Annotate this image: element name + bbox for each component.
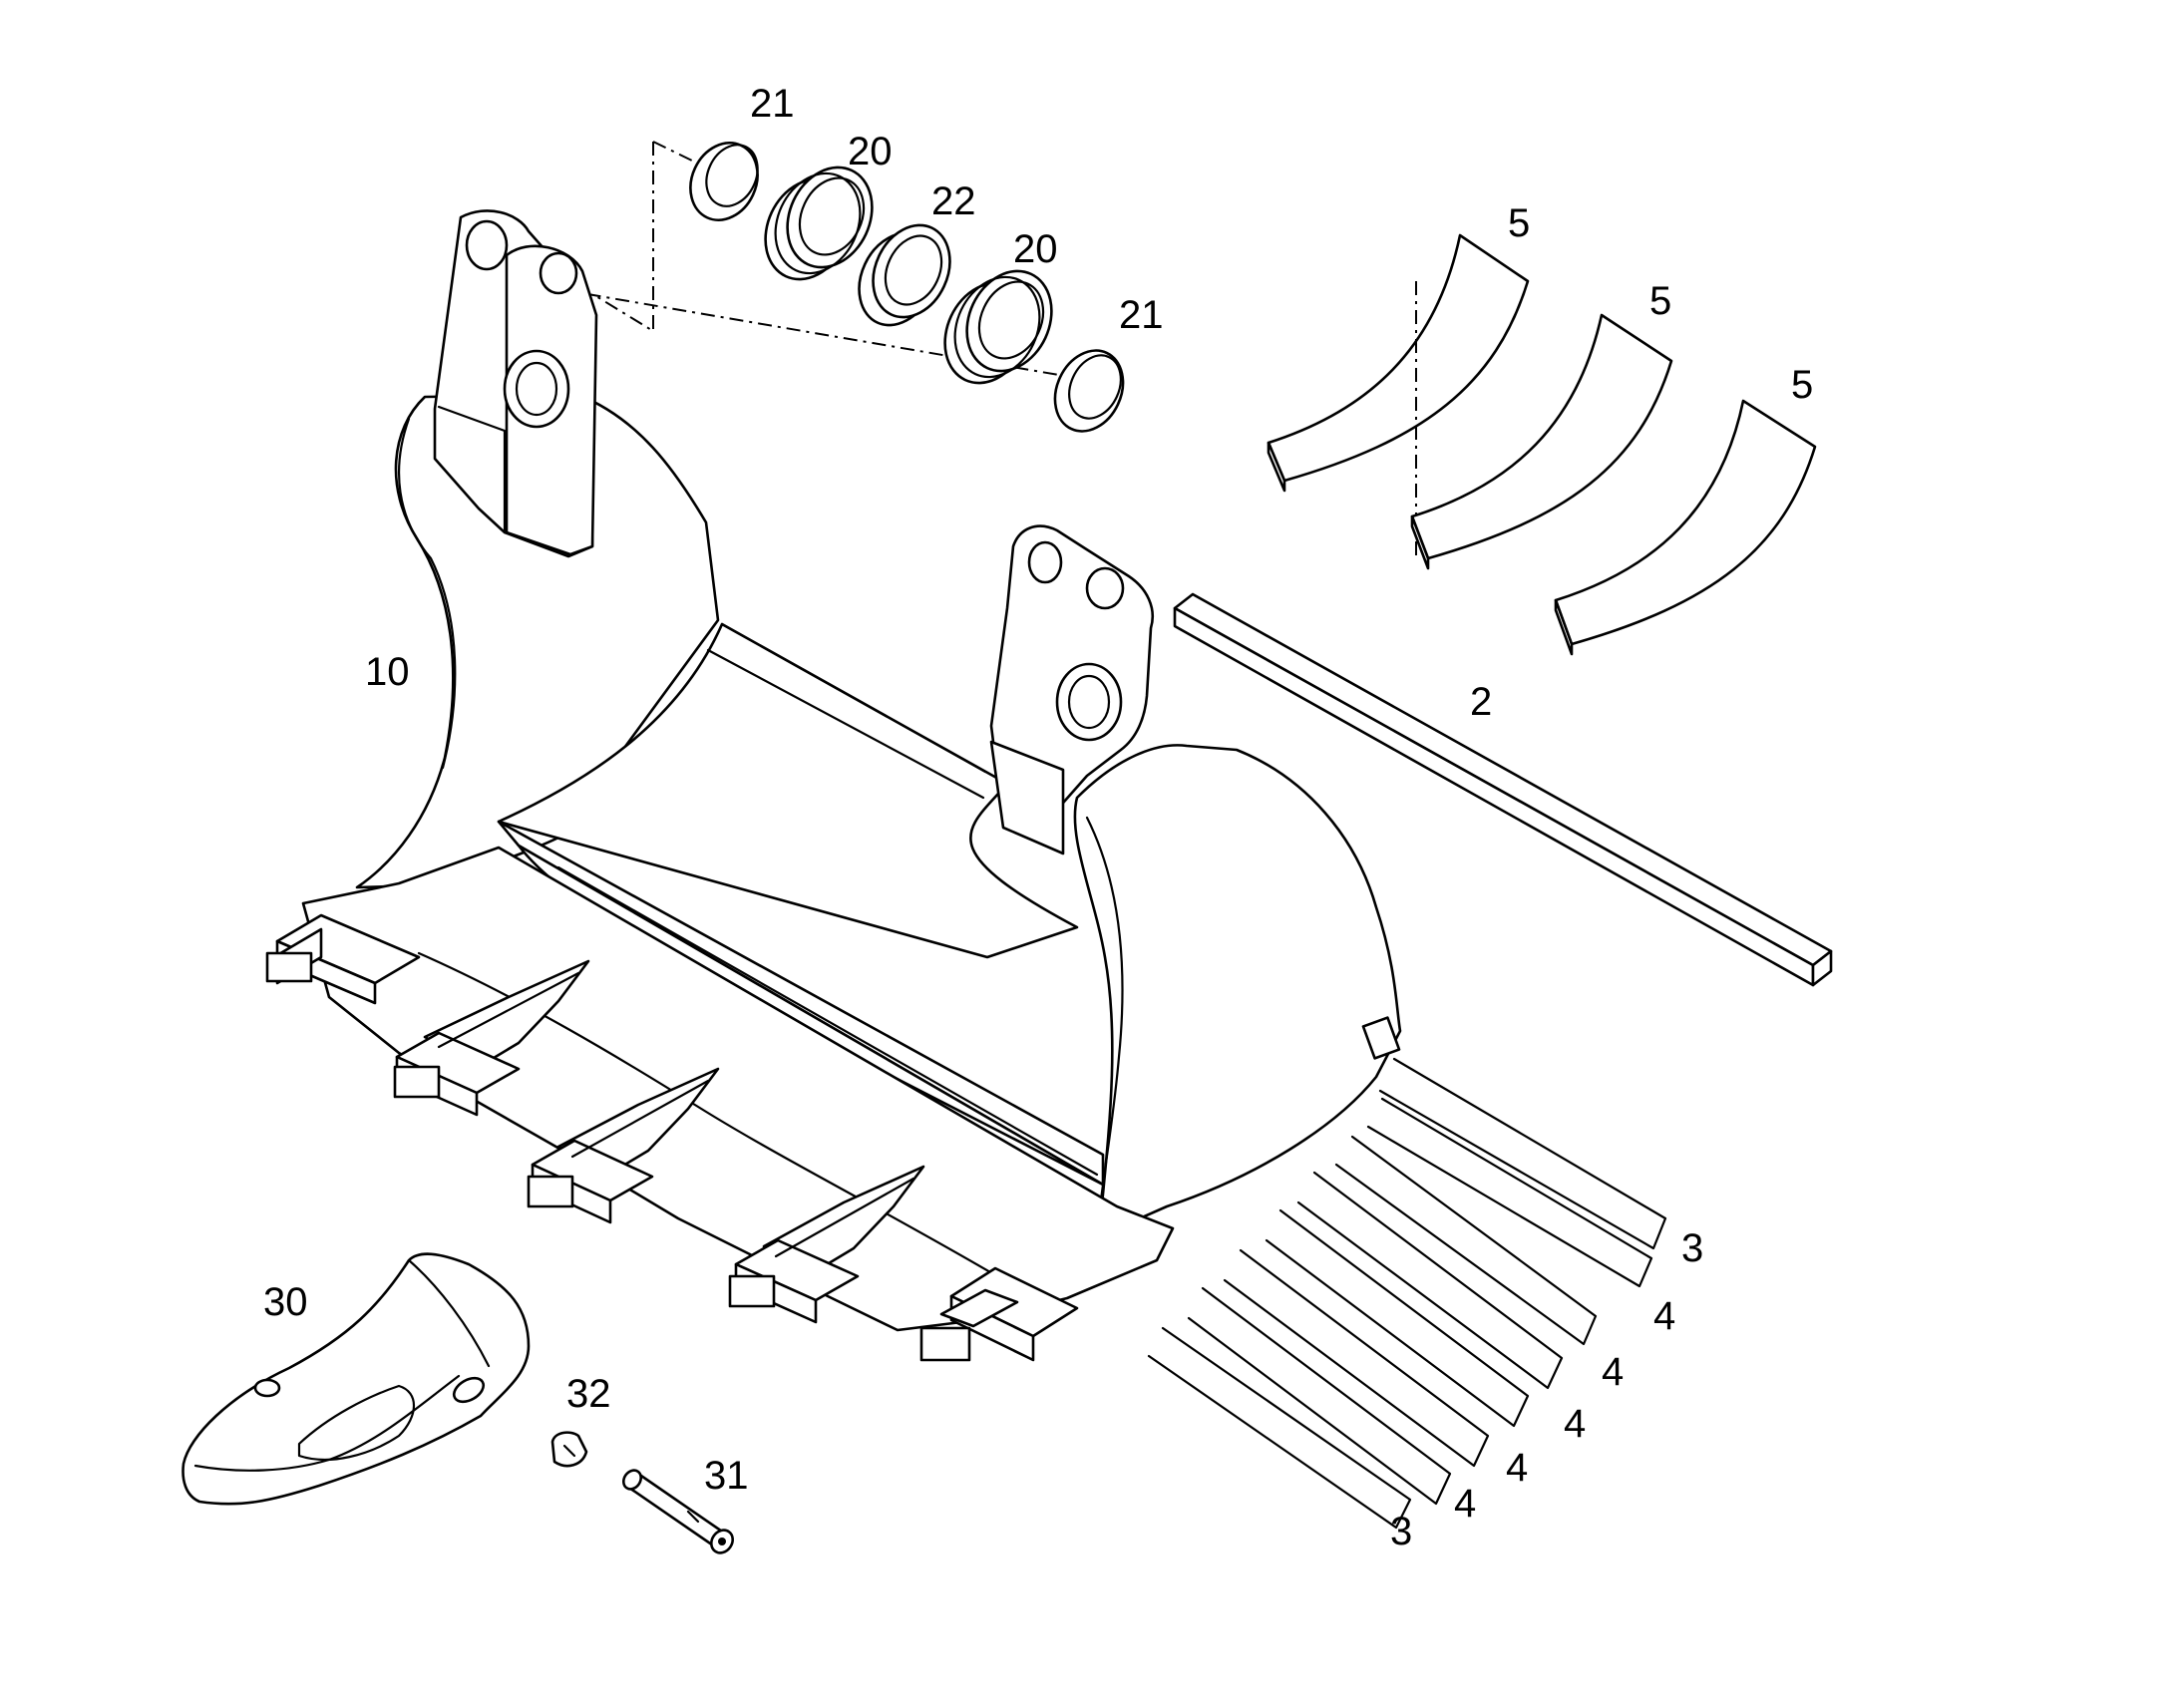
- retainer-32: [550, 1431, 588, 1468]
- wear-strip-4-e: [1223, 1248, 1490, 1468]
- callout-3-bottom: 3: [1390, 1510, 1413, 1553]
- wear-strip-4-f: [1187, 1286, 1452, 1506]
- wear-strip-4-a: [1366, 1097, 1653, 1288]
- wear-strip-4-b: [1334, 1135, 1598, 1346]
- callout-32: 32: [566, 1372, 611, 1416]
- tooth-30: [182, 1252, 531, 1506]
- wear-strip-set: [1147, 1057, 1667, 1530]
- tooth-2: [393, 959, 590, 1117]
- callout-30: 30: [263, 1280, 308, 1324]
- tooth-row: [265, 913, 1079, 1362]
- callout-21-bottom: 21: [1119, 293, 1164, 337]
- wear-plate-5-a: [1267, 233, 1530, 560]
- shim-22: [858, 223, 951, 327]
- bucket-body-10: [301, 209, 1402, 1332]
- callout-10: 10: [365, 650, 410, 694]
- callout-20-bottom: 20: [1013, 227, 1058, 271]
- callout-4-b: 4: [1602, 1350, 1625, 1394]
- wear-strip-3-top: [1378, 1057, 1667, 1250]
- adapter-5: [919, 1266, 1079, 1362]
- seal-ring-21-top: [689, 142, 759, 221]
- wear-strip-4-d: [1265, 1208, 1530, 1428]
- callout-4-c: 4: [1564, 1402, 1587, 1446]
- callout-22: 22: [931, 179, 976, 223]
- callout-5-a: 5: [1508, 201, 1531, 245]
- seal-ring-21-bottom: [1053, 349, 1125, 433]
- callout-5-c: 5: [1791, 363, 1814, 407]
- bushing-20-bottom: [943, 269, 1053, 385]
- callout-4-a: 4: [1653, 1294, 1676, 1338]
- tooth-3: [527, 1067, 720, 1224]
- wear-strip-4-c: [1296, 1171, 1564, 1390]
- callout-31: 31: [704, 1454, 749, 1498]
- callout-3-top: 3: [1681, 1226, 1704, 1270]
- callout-4-d: 4: [1506, 1446, 1529, 1490]
- callout-5-b: 5: [1649, 279, 1672, 323]
- adapter-1: [265, 913, 421, 1005]
- pivot-centerline: [557, 141, 1118, 386]
- pin-31: [621, 1469, 734, 1554]
- callout-21-top: 21: [750, 82, 795, 126]
- wear-plate-5-c: [1554, 399, 1817, 656]
- callout-4-e: 4: [1454, 1482, 1477, 1526]
- callout-20-top: 20: [848, 130, 893, 173]
- wear-strip-3-bottom: [1147, 1326, 1412, 1530]
- wear-plate-5-b: [1410, 313, 1673, 570]
- bushing-20-top: [764, 166, 874, 281]
- tooth-4: [728, 1165, 925, 1324]
- callout-2: 2: [1470, 680, 1493, 724]
- cutting-edge-bar-2: [1173, 592, 1833, 987]
